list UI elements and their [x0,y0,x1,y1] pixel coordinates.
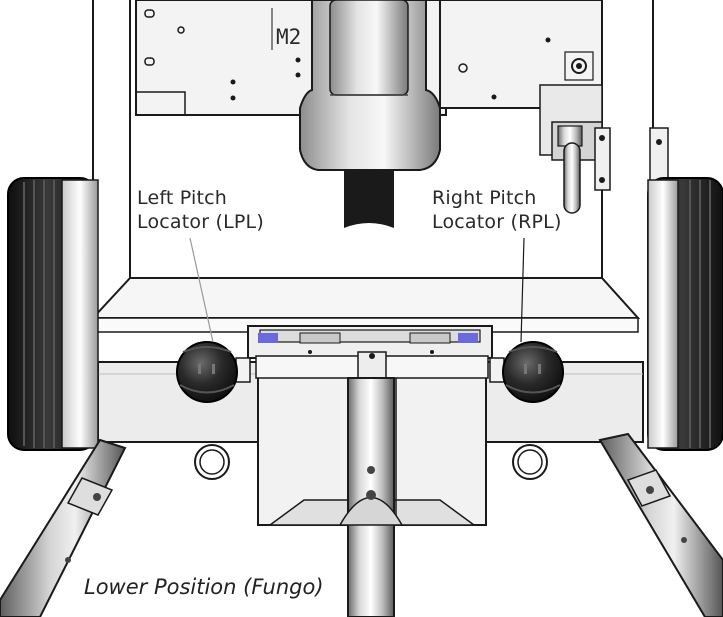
left-pitch-locator-label: Left Pitch Locator (LPL) [137,186,264,234]
tie-rings [194,444,548,480]
right-pitch-locator-knob[interactable] [489,341,564,403]
left-wheel [7,177,99,451]
tow-bar [338,377,404,617]
lpl-label-line2: Locator (LPL) [137,211,264,233]
locator-rail [247,325,493,381]
ball-chute [299,0,441,232]
right-leg [598,432,723,617]
right-wheel [647,177,723,451]
left-pitch-locator-knob[interactable] [176,341,251,403]
lever-assembly [539,84,611,214]
left-leg [0,438,127,617]
rpl-label-line2: Locator (RPL) [432,211,562,233]
lpl-leader-line [189,237,214,343]
lpl-label-line1: Left Pitch [137,187,228,209]
rpl-leader-line [520,237,525,343]
panel-marking: M2 [276,25,301,49]
position-caption: Lower Position (Fungo) [84,575,324,599]
right-pitch-locator-label: Right Pitch Locator (RPL) [432,186,562,234]
rpl-label-line1: Right Pitch [432,187,537,209]
